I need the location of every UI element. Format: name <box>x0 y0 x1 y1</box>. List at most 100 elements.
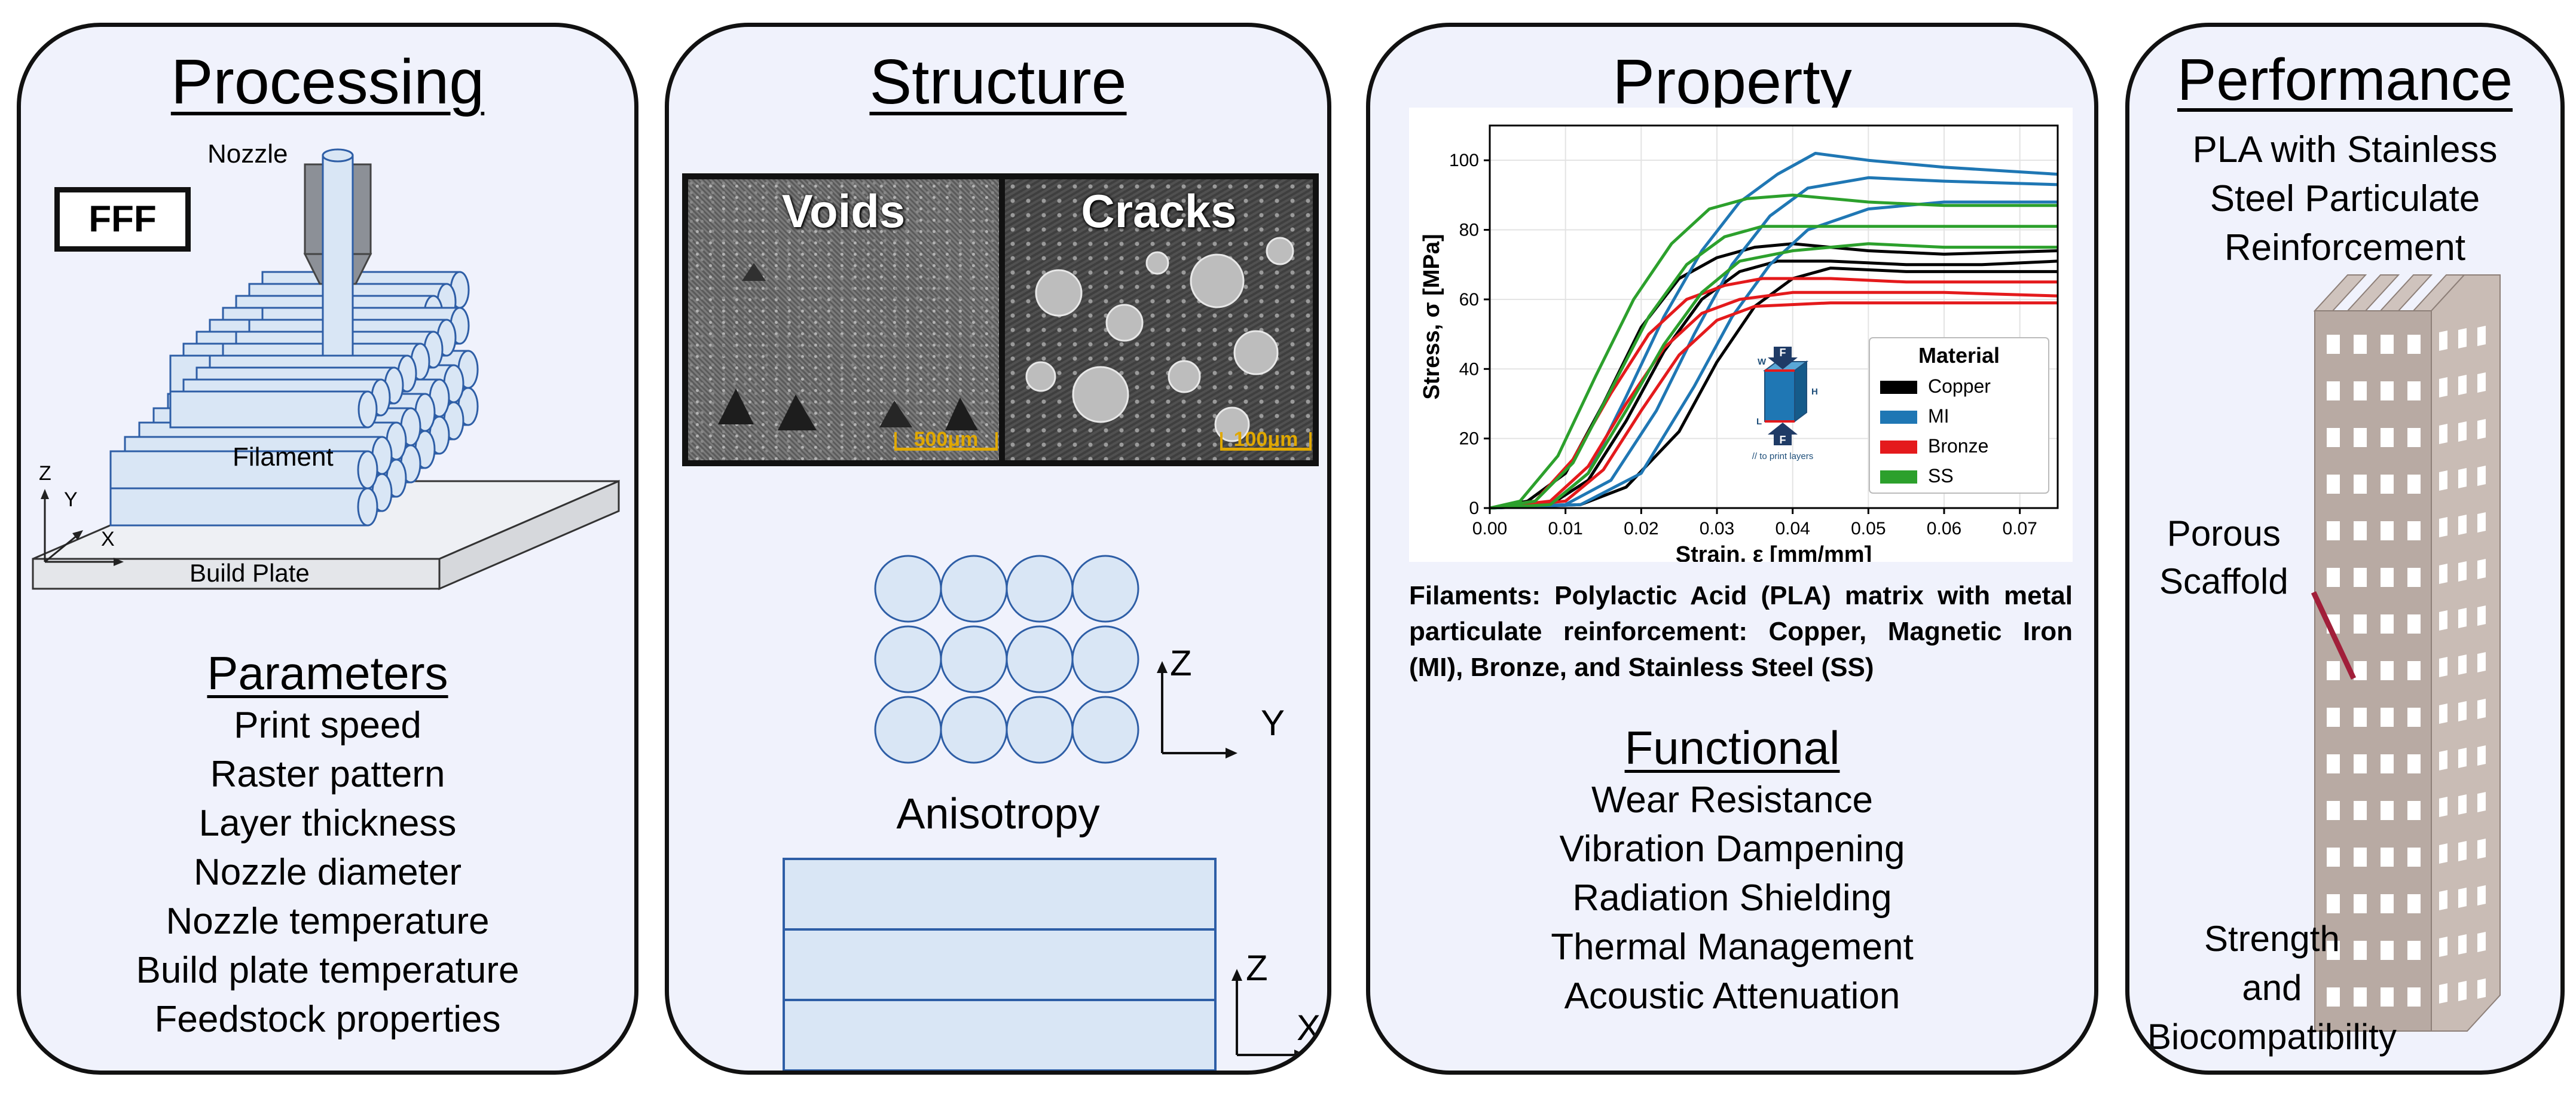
anisotropy-label: Anisotropy <box>896 790 1100 838</box>
filament-cross-section-circle <box>1006 625 1074 693</box>
void-marks <box>718 263 978 430</box>
scaffold-pore <box>2458 515 2467 535</box>
scaffold-pore <box>2354 335 2367 354</box>
processing-title: Processing <box>170 47 485 117</box>
material-line: Steel Particulate <box>2210 178 2480 219</box>
fff-label: FFF <box>88 198 157 240</box>
scaffold-pore <box>2407 941 2421 960</box>
scaffold-pore <box>2439 890 2447 910</box>
scaffold-pore <box>2439 797 2447 817</box>
scaffold-pore <box>2381 848 2394 867</box>
scaffold-pore <box>2458 748 2467 768</box>
scaffold-pore <box>2381 335 2394 354</box>
filament-cross-section-circle <box>1006 696 1074 764</box>
scaffold-pore <box>2407 661 2421 680</box>
legend-title: Material <box>1918 343 2000 368</box>
scaffold-pore <box>2407 568 2421 587</box>
legend-swatch <box>1880 411 1917 424</box>
functional-item: Acoustic Attenuation <box>1564 975 1900 1017</box>
scaffold-pore <box>2458 468 2467 488</box>
porous-scaffold <box>2313 274 2501 1032</box>
pointer-line <box>2311 591 2357 680</box>
porous-label-line: Porous <box>2166 513 2281 553</box>
scaffold-pore <box>2327 568 2340 587</box>
filament-cross-section-circle <box>874 696 942 764</box>
scaffold-pore <box>2407 428 2421 447</box>
porous-label-line: Scaffold <box>2159 561 2288 601</box>
scaffold-pore <box>2407 848 2421 867</box>
scaffold-pore <box>2354 381 2367 400</box>
y-tick-label: 60 <box>1459 290 1479 310</box>
filaments-description: Filaments: Polylactic Acid (PLA) matrix … <box>1409 581 2073 682</box>
scaffold-pore <box>2477 326 2486 346</box>
scaffold-pore <box>2477 699 2486 719</box>
layer <box>783 1001 1217 1071</box>
scaffold-pore <box>2439 983 2447 1004</box>
sem-image-cracks: Cracks 100μm <box>1005 179 1313 460</box>
width-label: W <box>1758 357 1767 367</box>
y-tick-label: 80 <box>1459 221 1479 240</box>
panel-structure: Structure Voids 500μm Cracks 100μm Z Y A… <box>665 23 1331 1075</box>
legend-entry: Copper <box>1928 375 1991 397</box>
axes-zy <box>1157 661 1237 758</box>
sem-image-voids: Voids 500μm <box>688 179 999 460</box>
parameter-item: Layer thickness <box>198 803 457 844</box>
scaffold-pore <box>2327 521 2340 540</box>
fff-diagram <box>32 148 620 591</box>
material-line: PLA with Stainless <box>2192 129 2498 170</box>
scaffold-pore <box>2407 894 2421 913</box>
scaffold-pore <box>2327 428 2340 447</box>
filament-cross-section-circle <box>874 625 942 693</box>
scaffold-pore <box>2458 561 2467 582</box>
property-title: Property <box>1612 47 1852 117</box>
scaffold-pore <box>2458 794 2467 815</box>
series-line-bronze <box>1489 301 2058 510</box>
series-line-ss <box>1489 193 2058 510</box>
x-tick-label: 0.03 <box>1700 519 1734 539</box>
scaffold-pore <box>2407 801 2421 820</box>
scaffold-pore <box>2354 848 2367 867</box>
y-axis-label: Stress, σ [MPa] <box>1419 234 1444 399</box>
fff-box: FFF <box>54 187 191 252</box>
scaffold-pore <box>2407 335 2421 354</box>
legend-swatch <box>1880 381 1917 394</box>
parameter-item: Nozzle temperature <box>166 901 490 942</box>
scaffold-pore <box>2381 894 2394 913</box>
scaffold-pore <box>2327 801 2340 820</box>
scaffold-pore <box>2439 610 2447 631</box>
filament-cross-section-circle <box>1006 555 1074 623</box>
functional-item: Thermal Management <box>1551 926 1914 968</box>
scaffold-pore <box>2458 841 2467 861</box>
scaffold-pore <box>2439 564 2447 584</box>
scaffold-pore <box>2458 701 2467 721</box>
structure-title: Structure <box>869 47 1127 117</box>
scaffold-pore <box>2458 375 2467 395</box>
scaffold-pore <box>2477 419 2486 439</box>
series-line-bronze <box>1489 290 2058 510</box>
scaffold-pore <box>2354 708 2367 727</box>
panel-processing: Processing <box>17 23 638 1075</box>
axis-z-label-2: Z <box>1246 948 1268 988</box>
scaffold-pore <box>2407 754 2421 773</box>
xyz-axes <box>41 489 124 566</box>
scaffold-pore <box>2381 987 2394 1007</box>
scaffold-pore <box>2407 708 2421 727</box>
performance-title: Performance <box>2177 47 2513 112</box>
x-tick-label: 0.00 <box>1472 519 1507 539</box>
strength-label-line: and <box>2242 968 2302 1008</box>
legend-entry: Bronze <box>1928 435 1988 457</box>
scaffold-pore <box>2327 335 2340 354</box>
scaffold-pore <box>2458 934 2467 955</box>
scaffold-pore <box>2407 614 2421 634</box>
length-label: L <box>1756 417 1762 427</box>
scaffold-pore <box>2381 521 2394 540</box>
scaffold-pore <box>2381 941 2394 960</box>
axis-z-label: Z <box>39 462 51 485</box>
specimen-inset: F F W H L // to print layers <box>1752 347 1818 461</box>
functional-item: Wear Resistance <box>1591 779 1873 821</box>
scaffold-pore <box>2327 661 2340 680</box>
x-tick-label: 0.07 <box>2002 519 2037 539</box>
filament-cross-section-circle <box>940 555 1008 623</box>
